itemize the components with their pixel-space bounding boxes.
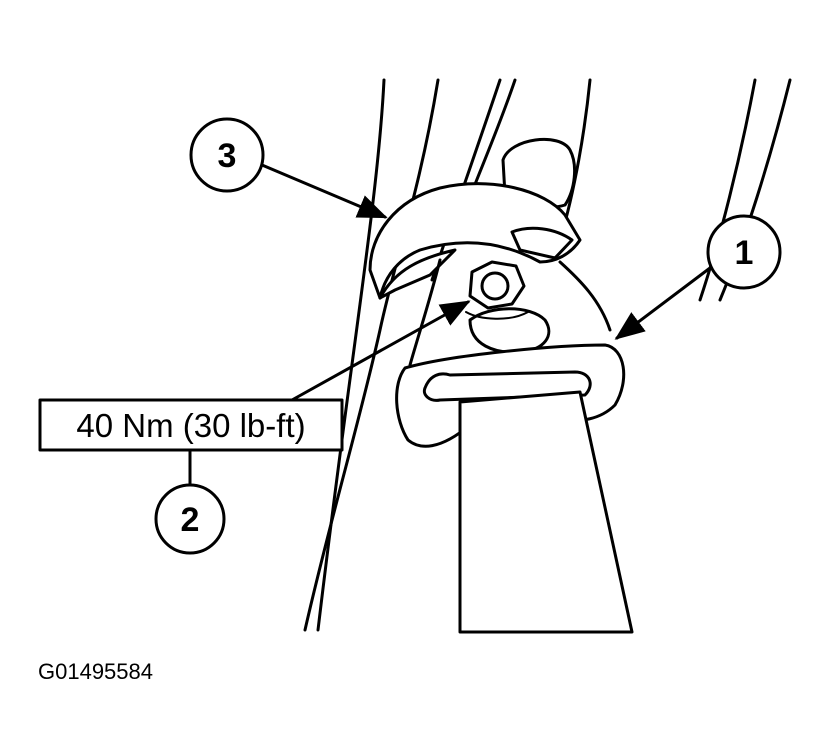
torque-spec-text: 40 Nm (30 lb-ft) xyxy=(76,407,305,444)
callout-2-label: 2 xyxy=(181,501,200,539)
anchor-bolt xyxy=(465,260,529,320)
anchor-cover xyxy=(368,182,582,300)
torque-spec-callout: 40 Nm (30 lb-ft) xyxy=(38,300,471,487)
pillar-trim-lines xyxy=(303,78,792,632)
seat-belt-webbing xyxy=(458,390,634,634)
figure-id: G01495584 xyxy=(38,659,153,684)
seat-belt-guide xyxy=(395,343,626,448)
callout-3: 3 xyxy=(189,117,388,219)
callout-1: 1 xyxy=(614,214,782,340)
anchor-bracket xyxy=(408,258,612,367)
callout-3-label: 3 xyxy=(218,137,237,175)
callout-1-label: 1 xyxy=(735,234,754,272)
callout-2: 2 xyxy=(154,483,226,555)
